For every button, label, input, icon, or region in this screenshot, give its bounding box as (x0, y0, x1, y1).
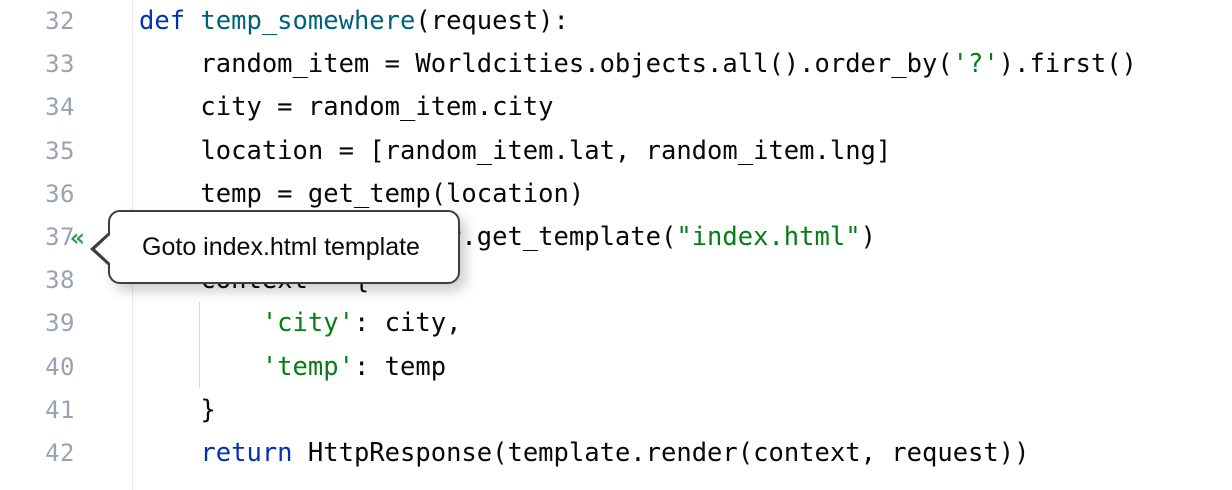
code-token: HttpResponse(template.render(context, re… (292, 437, 1030, 468)
code-token: temp_somewhere (200, 6, 416, 36)
code-token (139, 352, 262, 382)
gutter-row[interactable]: 41 (0, 389, 132, 432)
code-token (185, 6, 200, 36)
tooltip-pointer-fill (95, 234, 111, 264)
code-token: location = [random_item.lat, random_item… (139, 135, 892, 166)
code-token: random_item = Worldcities.objects.all().… (139, 49, 953, 80)
code-token: : temp (353, 351, 447, 382)
gutter-row[interactable]: 32 (0, 0, 132, 43)
code-token: temp = get_temp(location) (139, 178, 585, 209)
code-token: def (139, 6, 186, 36)
code-line[interactable]: city = random_item.city (133, 86, 1232, 129)
line-number: 37 (45, 222, 75, 251)
code-token: (request): (415, 6, 569, 36)
line-number: 39 (45, 309, 75, 338)
editor-code-area[interactable]: def temp_somewhere(request): random_item… (133, 0, 1232, 490)
code-line[interactable]: return HttpResponse(template.render(cont… (133, 432, 1232, 475)
code-token: "index.html" (676, 221, 861, 252)
code-token: return (200, 437, 293, 468)
gutter-row[interactable]: 39 (0, 302, 132, 345)
code-line[interactable]: random_item = Worldcities.objects.all().… (133, 43, 1232, 86)
tooltip-label: Goto index.html template (142, 232, 420, 261)
gutter-row[interactable]: 40 (0, 346, 132, 389)
code-line[interactable]: 'temp': temp (133, 346, 1232, 389)
code-token: : city, (353, 308, 462, 339)
code-token: } (139, 394, 216, 425)
line-number: 40 (45, 352, 75, 381)
code-token: ).first() (998, 49, 1137, 80)
gutter-row[interactable]: 34 (0, 86, 132, 129)
code-line[interactable]: } (133, 389, 1232, 432)
goto-template-tooltip[interactable]: Goto index.html template (90, 210, 460, 284)
code-token: 'temp' (261, 351, 354, 382)
code-line[interactable]: temp = get_temp(location) (133, 173, 1232, 216)
gutter-row[interactable]: 38 (0, 259, 132, 302)
code-line[interactable]: 'city': city, (133, 302, 1232, 345)
line-number: 41 (45, 395, 75, 424)
code-token (139, 308, 262, 338)
line-number: 35 (45, 136, 75, 165)
code-token: city = random_item.city (139, 92, 554, 123)
goto-template-double-chevron-left-icon[interactable]: « (70, 222, 85, 252)
gutter-row[interactable]: 36 (0, 173, 132, 216)
line-number: 38 (45, 266, 75, 295)
code-line[interactable]: def temp_somewhere(request): (133, 0, 1232, 43)
code-token (139, 438, 200, 468)
code-token: '?' (952, 49, 999, 80)
gutter-row[interactable]: 35 (0, 130, 132, 173)
gutter-row[interactable]: 37« (0, 216, 132, 259)
code-token: ) (860, 221, 876, 252)
line-number: 32 (45, 7, 75, 35)
indent-guide (199, 302, 200, 388)
gutter-row[interactable]: 42 (0, 432, 132, 475)
code-line[interactable]: location = [random_item.lat, random_item… (133, 130, 1232, 173)
code-token: 'city' (261, 308, 354, 339)
line-number: 42 (45, 438, 75, 467)
line-number: 33 (45, 50, 75, 79)
gutter-row[interactable]: 33 (0, 43, 132, 86)
line-number: 34 (45, 93, 75, 122)
line-number: 36 (45, 179, 75, 208)
